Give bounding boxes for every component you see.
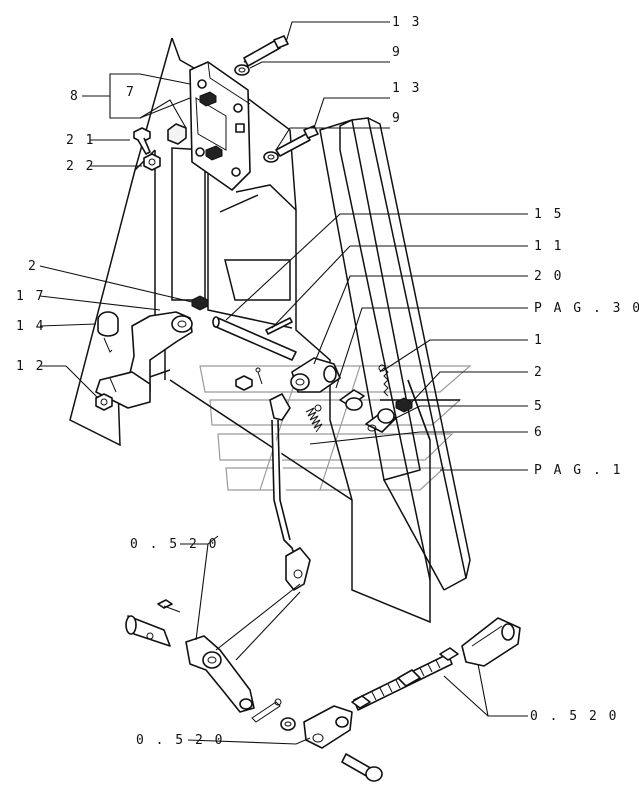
callout-1: 1 (534, 333, 544, 348)
callout-15: 1 5 (534, 207, 563, 222)
arm-lower (185, 635, 255, 713)
pin-lower (125, 615, 171, 647)
callout-14: 1 4 (16, 319, 45, 334)
bolt-13-top (243, 35, 289, 67)
knob-14 (97, 311, 119, 353)
pin-11 (265, 317, 293, 335)
nut-22 (143, 153, 161, 171)
callout-5: 5 (534, 399, 544, 414)
bracket-5 (339, 389, 365, 411)
lever-20 (290, 357, 341, 393)
callout-17: 1 7 (16, 289, 45, 304)
threaded-rod (353, 647, 459, 711)
washer-lower (280, 717, 296, 731)
clevis-right (461, 617, 521, 667)
clevis-6 (365, 408, 397, 433)
callout-0520-left: 0 . 5 2 0 (130, 537, 218, 552)
callout-6: 6 (534, 425, 544, 440)
callout-pag30: P A G . 3 0 (534, 301, 639, 316)
callout-2-left: 2 (28, 259, 38, 274)
callout-9-mid: 9 (392, 111, 402, 126)
callout-7: 7 (126, 85, 136, 100)
bolt-13-mid (275, 125, 319, 157)
screw-2-left (191, 295, 209, 311)
callout-0520-right: 0 . 5 2 0 (530, 709, 618, 724)
callout-20: 2 0 (534, 269, 563, 284)
callout-21: 2 1 (66, 133, 95, 148)
cotter-pin (251, 698, 282, 723)
bracket-plate (189, 61, 251, 191)
clevis-lower (303, 705, 353, 749)
pedal-17 (95, 311, 193, 409)
washer-9-mid (263, 151, 279, 163)
pin-bottom (341, 753, 383, 782)
shaft-15 (212, 316, 297, 361)
callout-13-top: 1 3 (392, 15, 421, 30)
nut-lower (351, 695, 371, 709)
callout-12: 1 2 (16, 359, 45, 374)
callout-11: 1 1 (534, 239, 563, 254)
callout-0520-bottom: 0 . 5 2 0 (136, 733, 224, 748)
callout-13-mid: 1 3 (392, 81, 421, 96)
pivot-parts (235, 367, 263, 391)
screw-2-right (395, 397, 413, 413)
callout-9-top: 9 (392, 45, 402, 60)
callout-labels: 1 3 9 8 7 1 3 9 2 1 2 2 1 5 1 1 2 2 0 1 … (16, 15, 639, 748)
bolt-21 (133, 127, 151, 155)
nut-12 (95, 393, 113, 411)
callout-2-right: 2 (534, 365, 544, 380)
callout-22: 2 2 (66, 159, 95, 174)
spring-lower (305, 404, 323, 433)
callout-8: 8 (70, 89, 80, 104)
push-rod (269, 393, 311, 591)
leader-lines (39, 21, 528, 745)
bolt-lower (157, 599, 181, 613)
callout-pag1: P A G . 1 (534, 463, 622, 478)
spacer-7 (167, 123, 187, 145)
washer-9-top (234, 64, 250, 76)
